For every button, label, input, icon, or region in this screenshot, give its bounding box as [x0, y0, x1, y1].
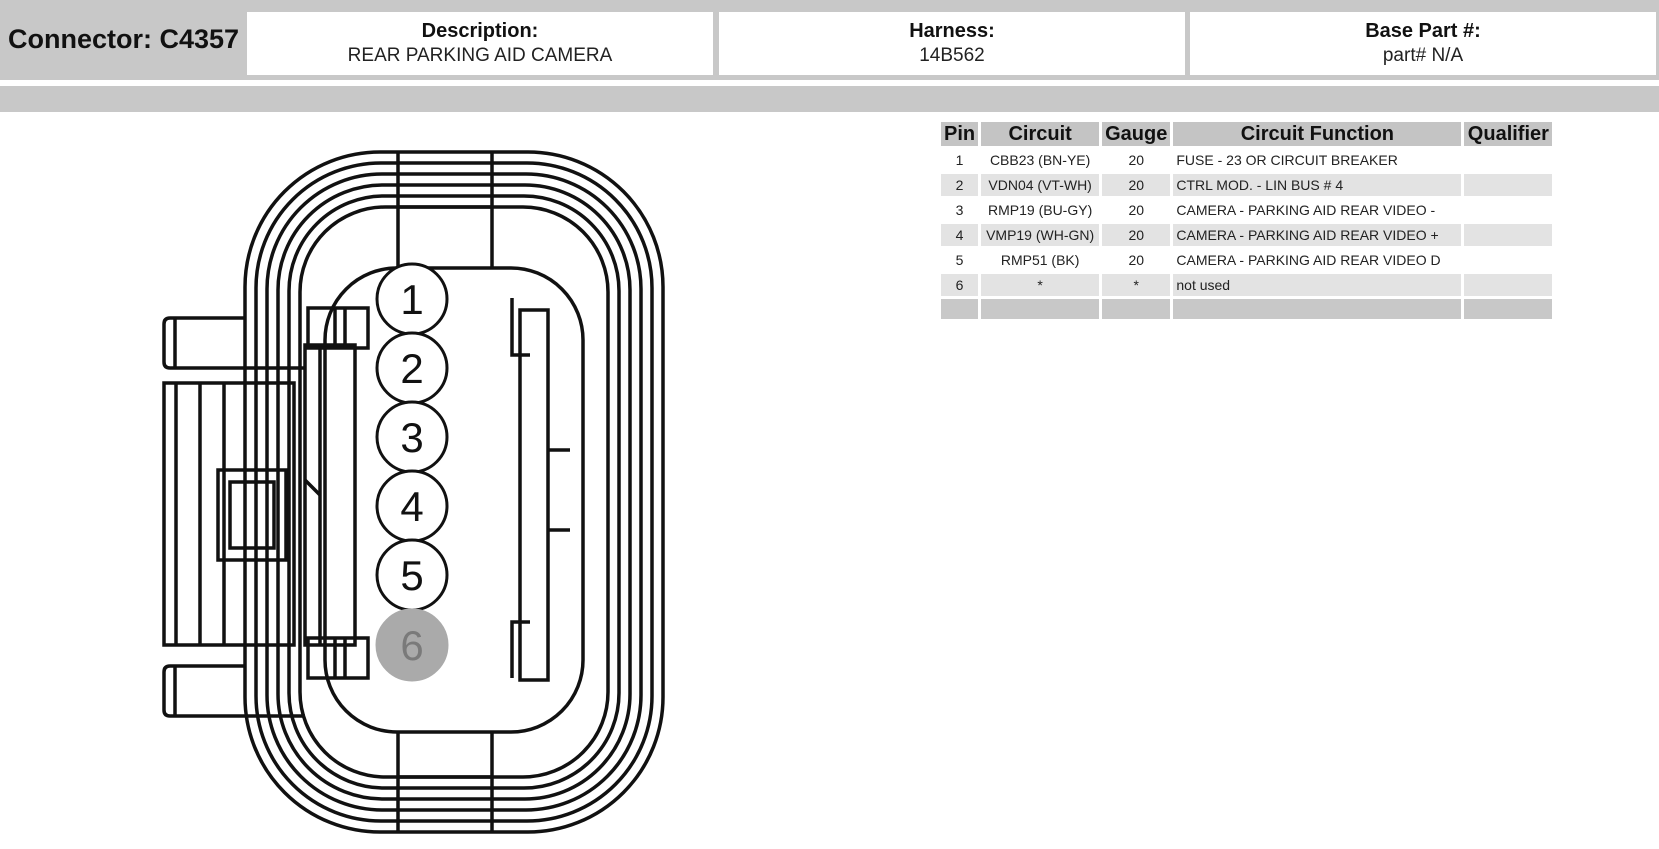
harness-cell: Harness: 14B562	[719, 12, 1185, 75]
pin-cell: 1	[955, 152, 964, 168]
footer-cell	[1173, 299, 1462, 319]
table-row: 4 VMP19 (WH-GN) 20 CAMERA - PARKING AID …	[941, 224, 1553, 246]
pin-2-cavity: 2	[375, 331, 449, 405]
qualifier-cell	[1464, 199, 1552, 221]
function-cell: CAMERA - PARKING AID REAR VIDEO -	[1176, 202, 1436, 218]
description-value: REAR PARKING AID CAMERA	[347, 45, 613, 66]
connector-header: Connector: C4357 Description: REAR PARKI…	[0, 0, 1659, 80]
circuit-cell: CBB23 (BN-YE)	[989, 152, 1091, 168]
connector-face-diagram: 1 2 3 4 5 6	[162, 150, 665, 834]
qualifier-cell	[1464, 249, 1552, 271]
pin-6-label: 6	[400, 622, 423, 669]
pin-3-cavity: 3	[375, 400, 449, 474]
pin-6-cavity: 6	[375, 608, 449, 682]
col-circuit: Circuit	[981, 122, 1100, 146]
gauge-cell: 20	[1128, 252, 1145, 268]
pin-3-label: 3	[400, 414, 423, 461]
gauge-cell: 20	[1128, 202, 1145, 218]
pin-table-header: Pin Circuit Gauge Circuit Function Quali…	[941, 122, 1553, 146]
description-cell: Description: REAR PARKING AID CAMERA	[247, 12, 713, 75]
function-cell: CAMERA - PARKING AID REAR VIDEO D	[1176, 252, 1441, 268]
pin-cavities: 1 2 3 4 5 6	[375, 262, 449, 682]
col-qualifier: Qualifier	[1464, 122, 1553, 146]
function-cell: not used	[1173, 274, 1462, 296]
function-cell: FUSE - 23 OR CIRCUIT BREAKER	[1176, 152, 1398, 168]
pin-cell: 6	[941, 274, 979, 296]
connector-title: Connector: C4357	[8, 24, 240, 54]
footer-cell	[1102, 299, 1171, 319]
table-row: 6 * * not used	[941, 274, 1553, 296]
function-cell: CTRL MOD. - LIN BUS # 4	[1173, 174, 1462, 196]
pin-table: Pin Circuit Gauge Circuit Function Quali…	[938, 119, 1555, 322]
circuit-cell: VDN04 (VT-WH)	[981, 174, 1100, 196]
description-label: Description:	[421, 20, 539, 42]
qualifier-cell	[1464, 224, 1553, 246]
footer-cell	[941, 299, 979, 319]
gauge-cell: 20	[1102, 174, 1171, 196]
footer-cell	[1464, 299, 1553, 319]
pin-1-cavity: 1	[375, 262, 449, 336]
pin-cell: 4	[941, 224, 979, 246]
pin-cell: 3	[955, 202, 964, 218]
gauge-cell: 20	[1128, 152, 1145, 168]
pin-cell: 2	[941, 174, 979, 196]
table-row: 3 RMP19 (BU-GY) 20 CAMERA - PARKING AID …	[941, 199, 1552, 221]
pin-4-cavity: 4	[375, 469, 449, 543]
gauge-cell: *	[1102, 274, 1171, 296]
col-circuit-function: Circuit Function	[1173, 122, 1462, 146]
table-row: 5 RMP51 (BK) 20 CAMERA - PARKING AID REA…	[941, 249, 1552, 271]
qualifier-cell	[1464, 149, 1552, 171]
pin-5-label: 5	[400, 552, 423, 599]
table-row: 1 CBB23 (BN-YE) 20 FUSE - 23 OR CIRCUIT …	[941, 149, 1552, 171]
base-part-value: part# N/A	[1382, 45, 1464, 66]
pin-2-label: 2	[400, 345, 423, 392]
qualifier-cell	[1464, 174, 1553, 196]
pin-1-label: 1	[400, 276, 423, 323]
harness-value: 14B562	[919, 45, 985, 66]
pin-5-cavity: 5	[375, 538, 449, 612]
table-footer-row	[941, 299, 1553, 319]
harness-label: Harness:	[909, 20, 995, 42]
circuit-cell: RMP19 (BU-GY)	[988, 202, 1093, 218]
header-divider-band	[0, 86, 1659, 112]
col-pin: Pin	[941, 122, 979, 146]
gauge-cell: 20	[1102, 224, 1171, 246]
pin-cell: 5	[955, 252, 964, 268]
base-part-cell: Base Part #: part# N/A	[1190, 12, 1656, 75]
pin-4-label: 4	[400, 483, 423, 530]
circuit-cell: RMP51 (BK)	[1000, 252, 1080, 268]
col-gauge: Gauge	[1102, 122, 1171, 146]
circuit-cell: *	[981, 274, 1100, 296]
circuit-cell: VMP19 (WH-GN)	[981, 224, 1100, 246]
table-row: 2 VDN04 (VT-WH) 20 CTRL MOD. - LIN BUS #…	[941, 174, 1553, 196]
base-part-label: Base Part #:	[1365, 20, 1481, 42]
footer-cell	[981, 299, 1100, 319]
qualifier-cell	[1464, 274, 1553, 296]
function-cell: CAMERA - PARKING AID REAR VIDEO +	[1173, 224, 1462, 246]
